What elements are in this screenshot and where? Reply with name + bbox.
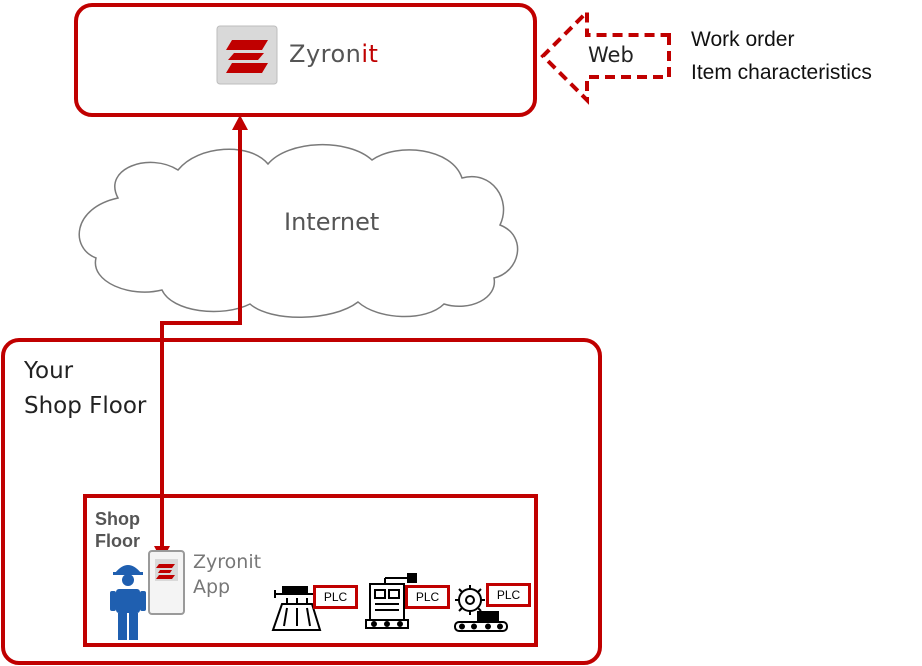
plc-badge-2: PLC [405,585,450,609]
worker-icon [110,565,146,640]
web-input-item-characteristics: Item characteristics [691,61,872,84]
brand-suffix: it [361,40,379,68]
zyronit-logo-icon [216,25,278,85]
internet-cloud [78,144,519,318]
plc-badge-1: PLC [313,585,358,609]
inner-floor-label-line2: Floor [95,531,140,551]
inner-floor-label-line1: Shop [95,509,140,529]
shop-floor-title-line2: Shop Floor [24,393,147,419]
brand-prefix: Zyron [289,40,362,68]
web-label: Web [588,43,634,67]
internet-label: Internet [284,208,380,236]
app-label-line2: App [193,576,231,598]
web-arrow [540,7,671,105]
robot-machine-icon [365,573,417,629]
gear-conveyor-icon [454,585,508,632]
shop-floor-title-line1: Your [24,358,74,384]
zyronit-brand-text: Zyronit [289,40,378,68]
connection-line [160,120,242,555]
zyronit-server-box [74,3,537,117]
tablet-icon [148,550,185,615]
plc-badge-3: PLC [486,583,531,607]
app-label-line1: Zyronit [193,551,262,573]
arrowhead-up [232,115,248,130]
web-input-work-order: Work order [691,28,795,51]
spray-machine-icon [271,586,322,631]
